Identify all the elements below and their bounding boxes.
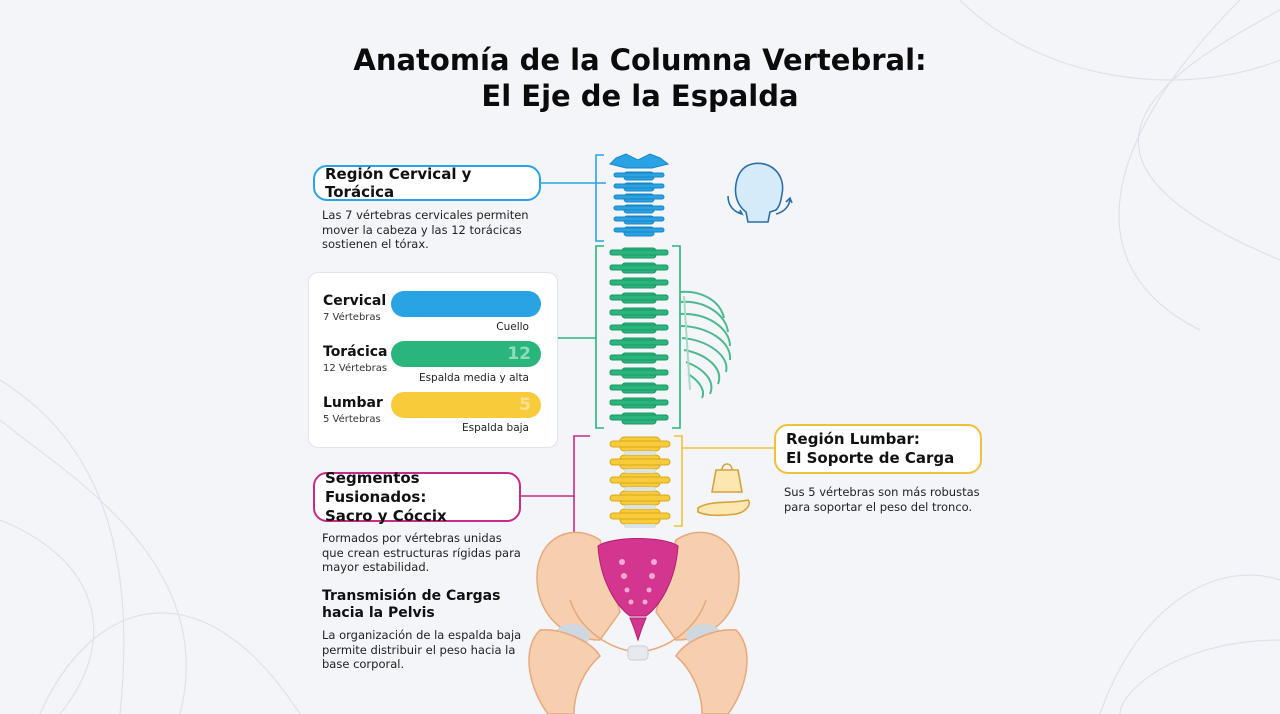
lumbar-region-description: Sus 5 vértebras son más robustas para so…	[784, 485, 980, 514]
cervical-bracket	[595, 154, 604, 242]
row-name-cervical: Cervical	[323, 293, 387, 309]
bar-cervical	[391, 291, 541, 317]
bar-thoracic: 12	[391, 341, 541, 367]
row-count-thoracic: 12 Vértebras	[323, 363, 388, 374]
bar-lumbar: 5	[391, 392, 541, 418]
thoracic-bracket-left	[595, 245, 604, 429]
bar-label-lumbar: Espalda baja	[461, 422, 529, 434]
head-rotation-icon	[727, 162, 793, 223]
thoracic-vertebrae	[609, 247, 669, 425]
page-title: Anatomía de la Columna Vertebral: El Eje…	[353, 43, 927, 113]
load-transmission-description: La organización de la espalda baja permi…	[322, 628, 522, 671]
lumbar-bracket	[674, 435, 683, 527]
load-transmission-heading: Transmisión de Cargas hacia la Pelvis	[322, 588, 501, 621]
lumbar-vertebrae	[609, 436, 671, 525]
fused-segments-description: Formados por vértebras unidas que crean …	[322, 531, 521, 574]
bar-label-thoracic: Espalda media y alta	[418, 372, 529, 384]
cervical-region-heading: Región Cervical y Torácica	[313, 165, 541, 201]
lumbar-region-heading: Región Lumbar: El Soporte de Carga	[774, 424, 982, 474]
bar-label-cervical: Cuello	[496, 321, 529, 333]
cervical-vertebrae	[609, 153, 670, 237]
ribcage-icon	[679, 290, 732, 399]
sacrum-coccyx	[597, 538, 679, 642]
vertebra-count-card: Cervical 7 Vértebras Cuello Torácica 12 …	[308, 272, 558, 448]
weight-hand-icon	[697, 463, 751, 517]
row-count-lumbar: 5 Vértebras	[323, 414, 381, 425]
row-name-lumbar: Lumbar	[323, 395, 383, 411]
fused-connector	[520, 435, 590, 497]
thoracic-bracket-right	[672, 245, 681, 429]
row-count-cervical: 7 Vértebras	[323, 312, 381, 323]
cervical-region-description: Las 7 vértebras cervicales permiten move…	[322, 208, 529, 251]
row-name-thoracic: Torácica	[323, 344, 388, 360]
fused-segments-heading: Segmentos Fusionados: Sacro y Cóccix	[313, 469, 521, 525]
